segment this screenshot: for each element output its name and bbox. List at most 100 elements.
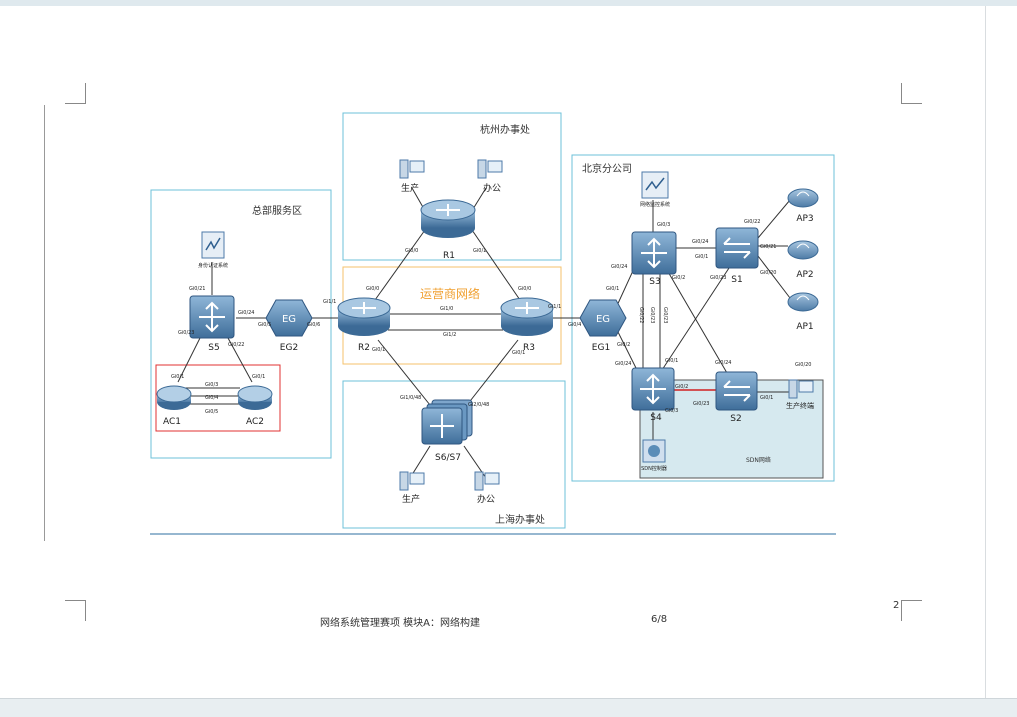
port-label: Gi0/22	[228, 342, 245, 348]
access-controller-icon	[156, 385, 192, 410]
port-label: Gi0/23	[178, 330, 195, 336]
zone-label-sdn: SDN网络	[746, 456, 771, 464]
host-label: 办公	[483, 182, 501, 194]
port-label: Gi0/4	[568, 322, 581, 328]
device-label-ap3: AP3	[796, 214, 813, 224]
switch-icon	[631, 367, 675, 411]
port-label: Gi0/3	[665, 408, 678, 414]
port-label: Gi1/0/48	[400, 395, 421, 401]
zone-label-hq: 总部服务区	[252, 204, 302, 217]
port-label: Gi0/23	[710, 275, 727, 281]
links	[177, 187, 791, 479]
port-label: Gi0/5	[205, 409, 218, 415]
device-label-s6s7: S6/S7	[435, 453, 461, 463]
port-label: Gi0/2	[617, 342, 630, 348]
port-label: Gi2/0/48	[468, 402, 489, 408]
port-label: Gi0/24	[692, 239, 709, 245]
stacked-switch-icon	[421, 399, 473, 445]
host-label: 生产	[401, 182, 419, 194]
port-label: Gi0/1	[665, 358, 678, 364]
switch-icon	[715, 371, 758, 411]
device-label-ap1: AP1	[796, 322, 813, 332]
device-label-r3: R3	[523, 343, 535, 353]
device-label-r1: R1	[443, 251, 455, 261]
crop-mark	[65, 600, 86, 621]
port-label: Gi0/23	[693, 401, 710, 407]
port-label: Gi0/1	[252, 374, 265, 380]
sdn-controller-icon	[642, 439, 666, 463]
gateway-icon: EG	[579, 299, 627, 337]
device-label-s4: S4	[650, 413, 662, 423]
zone-hq	[150, 189, 332, 459]
left-margin-line	[44, 105, 45, 541]
crop-mark	[65, 83, 86, 104]
zone-label-beijing: 北京分公司	[582, 162, 632, 175]
zone-label-shanghai: 上海办事处	[495, 513, 545, 526]
server-icon	[201, 231, 225, 259]
port-label: Gi1/2	[443, 332, 456, 338]
port-label: Gi0/6	[307, 322, 320, 328]
device-label-eg1: EG1	[592, 343, 610, 353]
device-label-ap2: AP2	[796, 270, 813, 280]
host-label: 办公	[477, 493, 495, 505]
server-label: SDN控制器	[641, 465, 667, 472]
right-margin-pane	[985, 6, 1017, 698]
port-label: Gi0/24	[611, 264, 628, 270]
device-label-s3: S3	[649, 277, 660, 287]
wireless-ap-icon	[787, 188, 819, 208]
access-controller-icon	[237, 385, 273, 410]
router-icon	[500, 297, 554, 336]
document-page	[0, 6, 985, 698]
computer-icon	[474, 471, 500, 491]
device-label-s2: S2	[730, 414, 741, 424]
router-icon	[420, 199, 476, 238]
wireless-ap-icon	[787, 240, 819, 260]
port-label: Gi0/20	[760, 270, 777, 276]
footer-title: 网络系统管理赛项 模块A：网络构建	[320, 618, 481, 629]
host-label: 生产终端	[786, 401, 814, 410]
port-label: Gi0/1	[512, 350, 525, 356]
zone-shanghai	[342, 380, 566, 529]
status-bar	[0, 698, 1017, 717]
server-icon	[641, 171, 669, 199]
port-label: Gi0/0	[405, 248, 418, 254]
port-label: Gi1/1	[323, 299, 336, 305]
host-label: 生产	[402, 493, 420, 505]
port-label: Gi1/0	[440, 306, 453, 312]
device-label-ac2: AC2	[246, 417, 264, 427]
port-label: Gi0/24	[238, 310, 255, 316]
footer-page-number: 6/8	[651, 614, 668, 625]
device-label-s1: S1	[731, 275, 742, 285]
port-label: Gi0/2	[675, 384, 688, 390]
port-label: Gi0/1	[473, 248, 486, 254]
zone-label-hangzhou: 杭州办事处	[480, 123, 530, 136]
switch-icon	[715, 227, 759, 269]
switch-icon	[631, 231, 677, 275]
eg-label: EG	[282, 314, 296, 325]
port-label: Gi0/1	[695, 254, 708, 260]
port-label: Gi0/24	[715, 360, 732, 366]
port-label: Gi0/21	[760, 244, 777, 250]
zone-label-isp: 运营商网络	[420, 286, 480, 301]
port-label: Gi0/2	[672, 275, 685, 281]
device-label-ac1: AC1	[163, 417, 181, 427]
zone-hangzhou	[342, 112, 562, 261]
computer-icon	[477, 159, 503, 179]
port-label: Gi0/1	[760, 395, 773, 401]
port-label: Gi0/0	[366, 286, 379, 292]
server-label: 身份认证系统	[198, 262, 228, 269]
port-label: Gi0/1	[606, 286, 619, 292]
ac-group-box	[155, 364, 281, 432]
switch-icon	[189, 295, 235, 339]
port-label: Gi1/1	[548, 304, 561, 310]
device-label-eg2: EG2	[280, 343, 298, 353]
device-label-r2: R2	[358, 343, 370, 353]
port-label: Gi0/24	[615, 361, 632, 367]
crop-mark	[901, 600, 922, 621]
port-label: Gi0/1	[372, 347, 385, 353]
device-label-s5: S5	[208, 343, 219, 353]
port-label: Gi0/4	[205, 395, 218, 401]
gateway-icon: EG	[265, 299, 313, 337]
port-label: Gi0/21	[189, 286, 206, 292]
